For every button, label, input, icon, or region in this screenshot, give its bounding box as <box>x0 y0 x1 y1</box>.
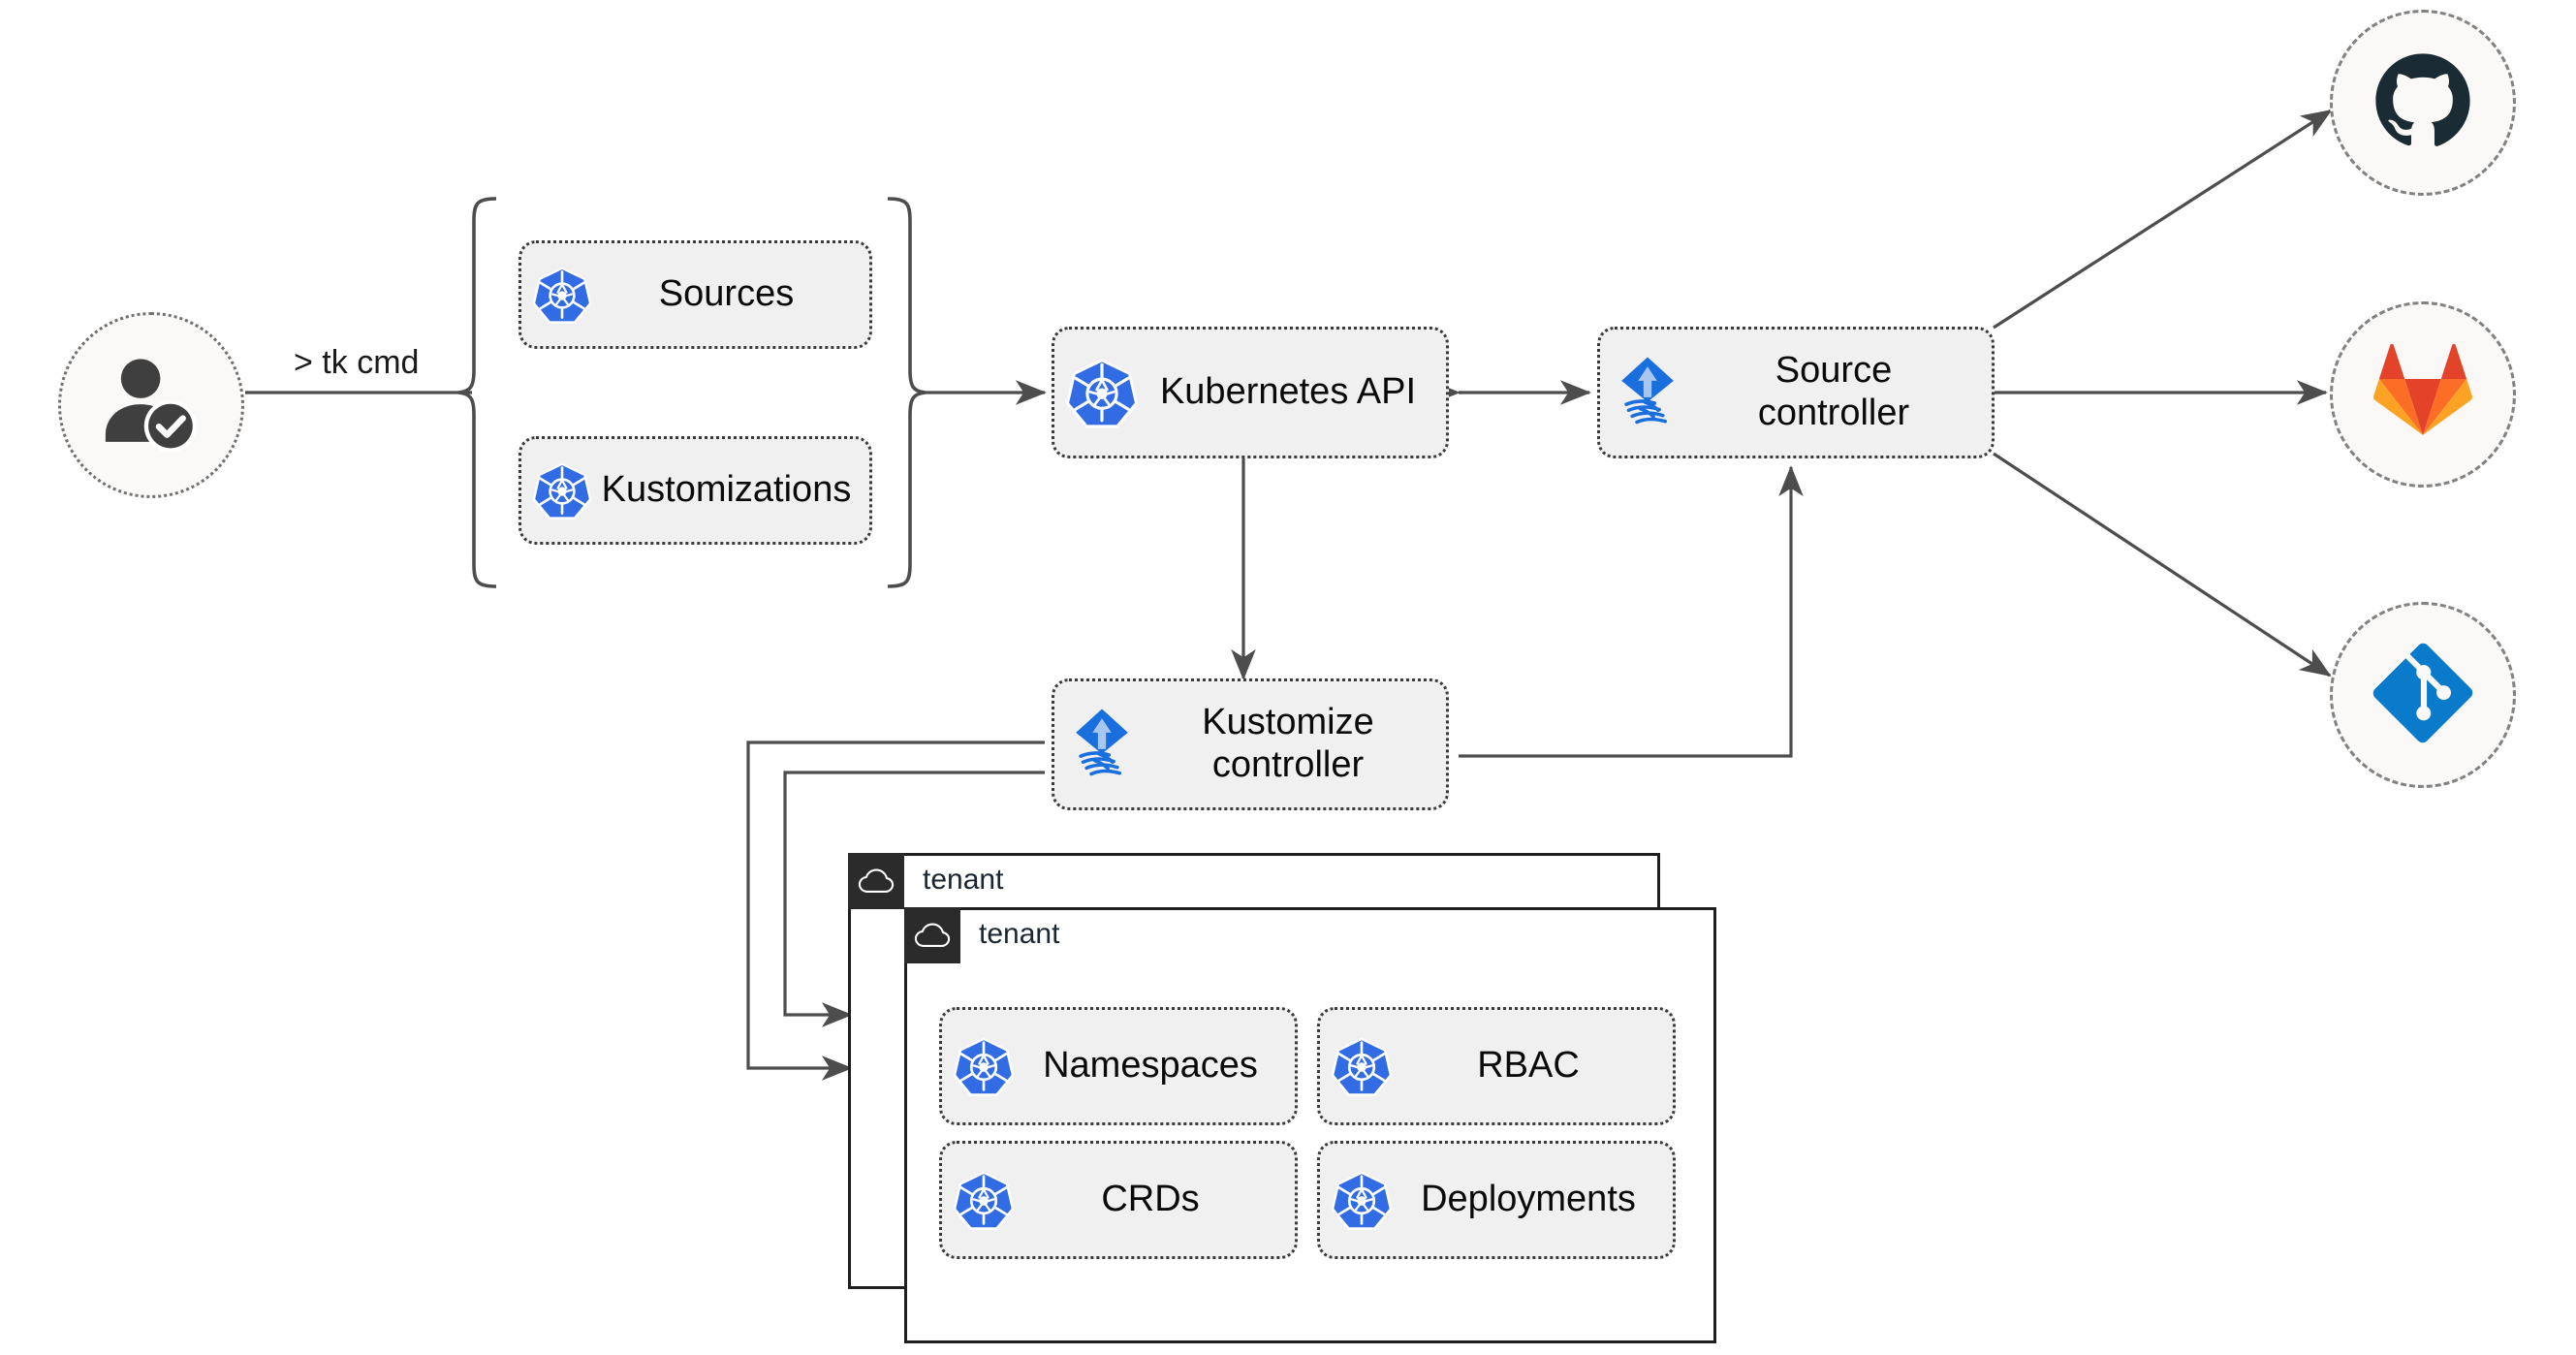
kubernetes-icon <box>1330 1168 1394 1232</box>
edge-source-to-git <box>1993 452 2332 678</box>
flux-icon <box>1610 355 1685 430</box>
kubernetes-icon <box>531 459 593 521</box>
tenant-title: tenant <box>923 864 1004 896</box>
node-label: Kustomizations <box>601 469 852 511</box>
flux-icon <box>1064 707 1140 782</box>
github-icon <box>2371 48 2475 158</box>
kubernetes-icon <box>952 1168 1016 1232</box>
node-label: Source controller <box>1757 350 1910 433</box>
node-kustomize-controller[interactable]: Kustomize controller <box>1052 678 1449 810</box>
kubernetes-icon <box>531 264 593 326</box>
user-verified-icon <box>95 347 207 464</box>
node-label: RBAC <box>1477 1045 1580 1087</box>
kubernetes-icon <box>952 1034 1016 1098</box>
node-crds[interactable]: CRDs <box>939 1141 1298 1259</box>
node-sources[interactable]: Sources <box>518 240 872 349</box>
node-source-controller[interactable]: Source controller <box>1597 327 1995 458</box>
right-brace <box>887 197 927 588</box>
node-label: Namespaces <box>1043 1045 1258 1087</box>
node-label: Sources <box>658 273 795 315</box>
cloud-icon <box>848 853 904 909</box>
git-icon <box>2372 643 2473 748</box>
node-label: CRDs <box>1101 1179 1200 1220</box>
kubernetes-icon <box>1064 355 1140 430</box>
kubernetes-icon <box>1330 1034 1394 1098</box>
node-label: Kustomize controller <box>1202 702 1374 785</box>
tenant-title: tenant <box>979 918 1060 950</box>
node-kubernetes-api[interactable]: Kubernetes API <box>1052 327 1449 458</box>
cloud-icon <box>904 907 960 963</box>
provider-gitlab[interactable] <box>2330 301 2516 488</box>
gitlab-icon <box>2373 343 2472 447</box>
edge-kustomize-to-source <box>1459 465 1804 758</box>
node-kustomizations[interactable]: Kustomizations <box>518 436 872 545</box>
command-label: > tk cmd <box>288 344 425 382</box>
left-brace <box>457 197 497 588</box>
actor-avatar <box>58 312 244 498</box>
node-namespaces[interactable]: Namespaces <box>939 1007 1298 1125</box>
provider-github[interactable] <box>2330 10 2516 196</box>
node-rbac[interactable]: RBAC <box>1317 1007 1676 1125</box>
tenant-container-inner: tenant Namespaces <box>904 907 1716 1343</box>
node-label: Deployments <box>1421 1179 1636 1220</box>
node-deployments[interactable]: Deployments <box>1317 1141 1676 1259</box>
provider-git[interactable] <box>2330 602 2516 788</box>
node-label: Kubernetes API <box>1159 371 1417 413</box>
edge-source-to-github <box>1993 109 2333 330</box>
